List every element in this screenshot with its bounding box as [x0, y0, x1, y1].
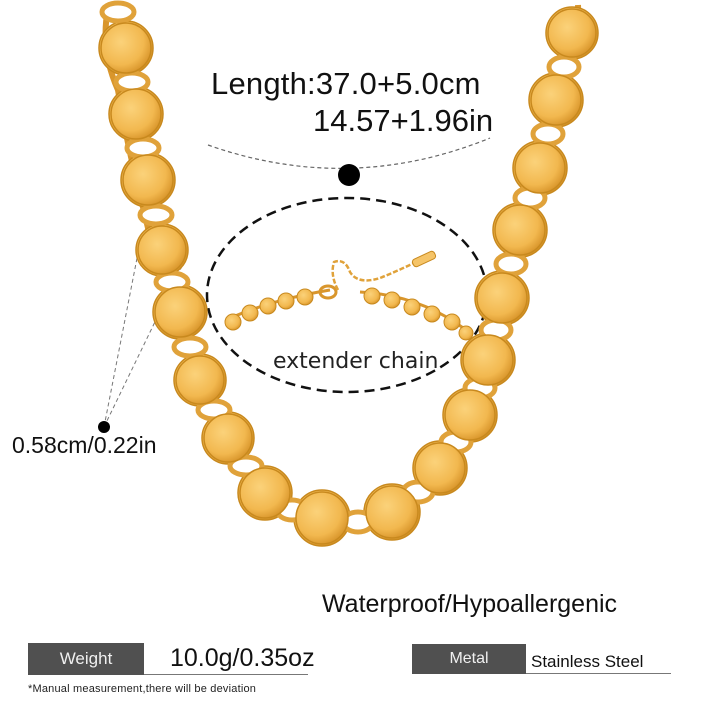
measurement-disclaimer: *Manual measurement,there will be deviat… — [28, 683, 257, 695]
extender-chain-image — [224, 250, 474, 341]
length-label-in: 14.57+1.96in — [313, 103, 494, 138]
metal-spec-row: Metal Stainless Steel — [412, 644, 671, 674]
length-label-cm: Length:37.0+5.0cm — [211, 66, 481, 101]
necklace-discs-front — [100, 8, 597, 545]
width-marker-icon — [98, 421, 110, 433]
metal-value: Stainless Steel — [526, 644, 671, 674]
weight-spec-row: Weight 10.0g/0.35oz — [28, 643, 315, 675]
length-marker-icon — [338, 164, 360, 186]
length-measure-line — [207, 137, 491, 186]
weight-value: 10.0g/0.35oz — [144, 643, 315, 675]
features-label: Waterproof/Hypoallergenic — [322, 590, 618, 618]
extender-chain-label: extender chain — [273, 349, 439, 374]
width-measure-line — [98, 247, 185, 433]
metal-label: Metal — [412, 644, 526, 674]
weight-label: Weight — [28, 643, 144, 675]
width-label: 0.58cm/0.22in — [12, 432, 157, 458]
